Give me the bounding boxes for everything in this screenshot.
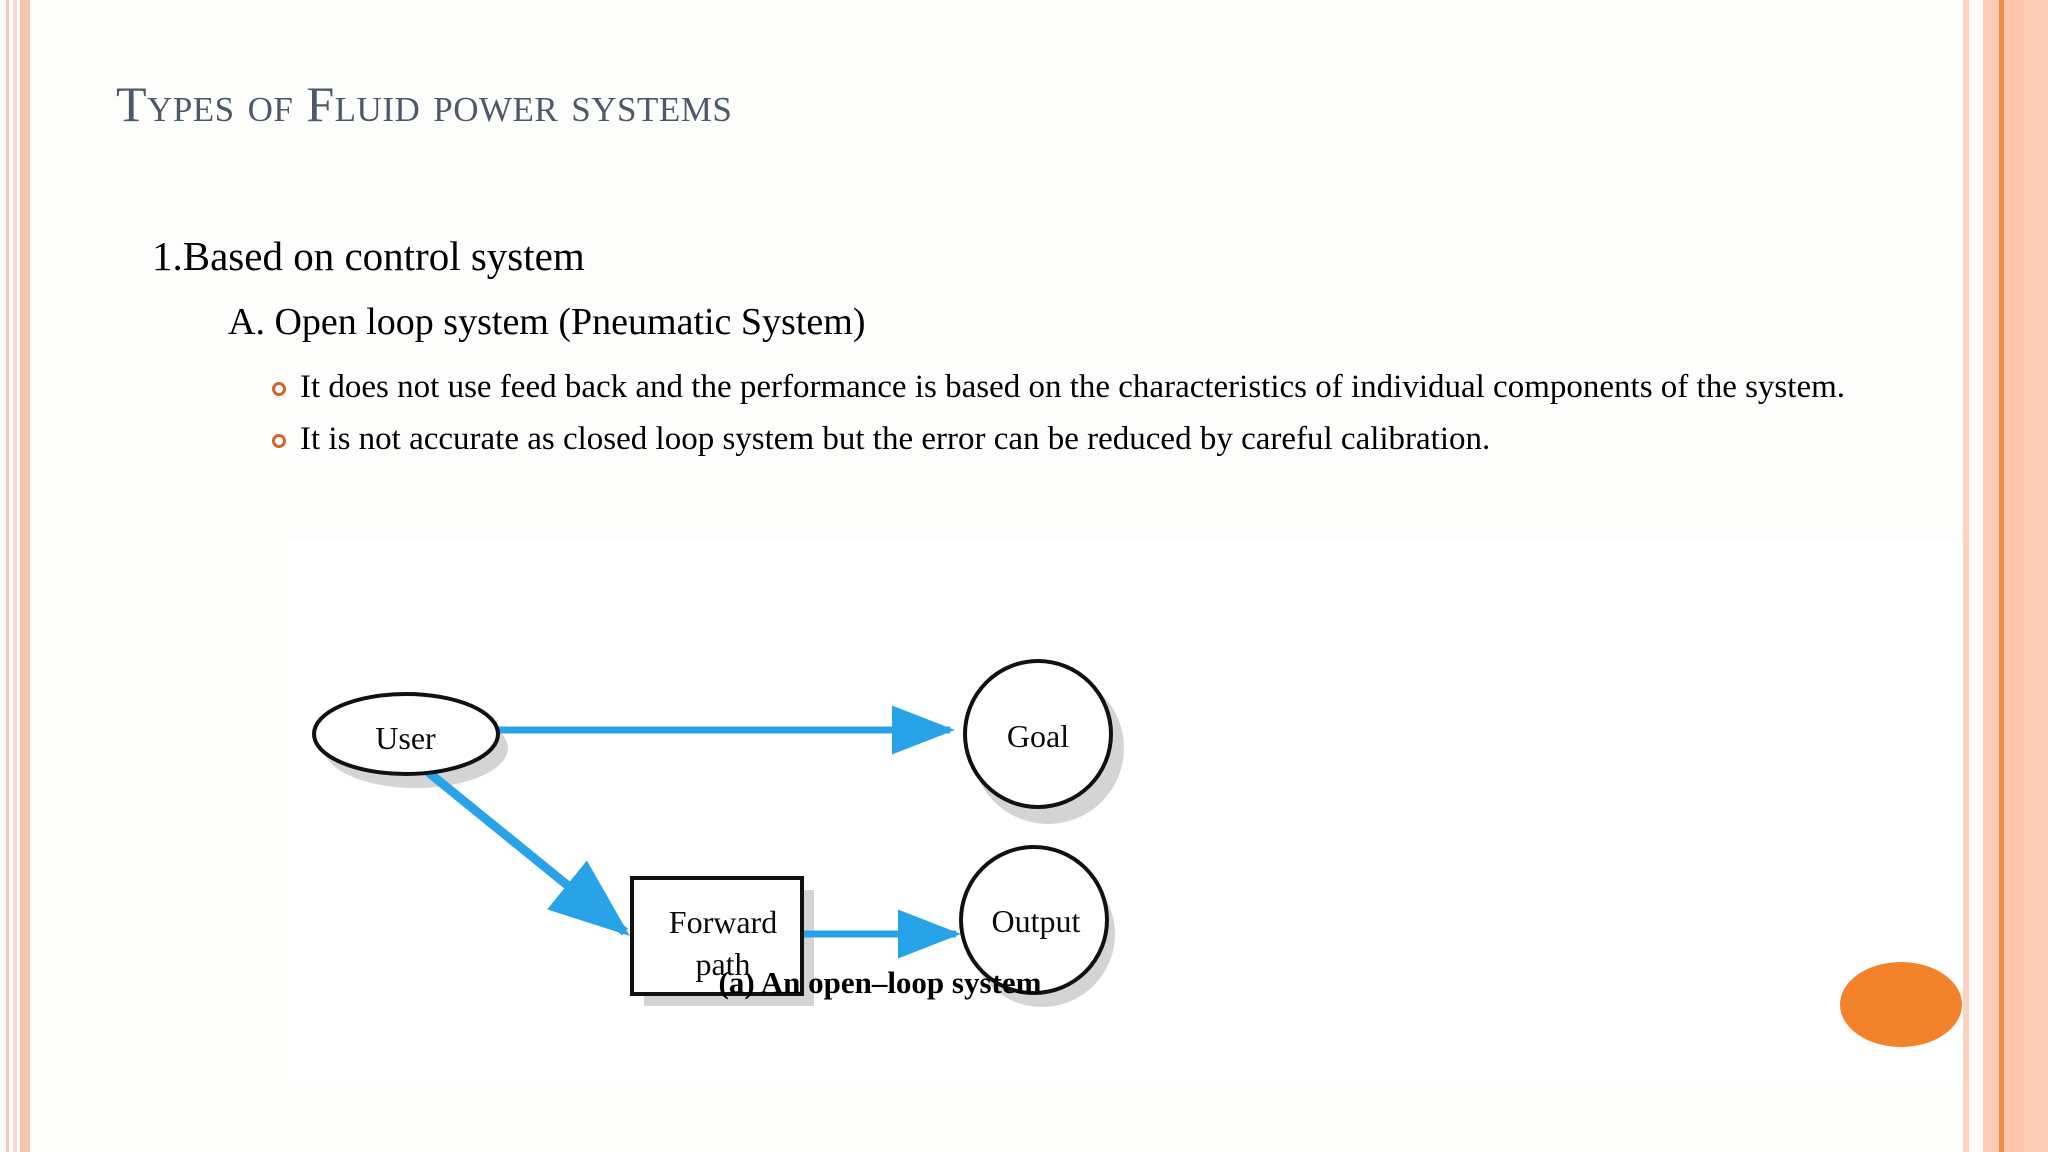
page-title: Types of Fluid power systems <box>116 76 733 132</box>
right-stripe-3 <box>2004 0 2024 1152</box>
bullet-text: It is not accurate as closed loop system… <box>300 420 1491 457</box>
content-panel <box>288 540 1963 1080</box>
open-loop-diagram: User Goal Forward path Output <box>288 520 1408 1040</box>
right-stripe-1 <box>1963 0 1969 1152</box>
outline-level2-heading: A. Open loop system (Pneumatic System) <box>228 301 866 343</box>
goal-node <box>963 659 1113 809</box>
left-stripe-2 <box>13 0 17 1152</box>
diagram-caption: (a) An open–loop system <box>718 965 1042 1000</box>
bullet-text: It does not use feed back and the perfor… <box>300 369 1846 405</box>
outline-level1-heading: 1.Based on control system <box>152 233 585 279</box>
user-node <box>312 692 500 776</box>
left-stripe-3 <box>20 0 30 1152</box>
forward-path-node <box>630 876 804 996</box>
right-stripe-2 <box>1983 0 1999 1152</box>
bullet-list: It does not use feed back and the perfor… <box>272 368 1892 471</box>
list-item: It does not use feed back and the perfor… <box>272 368 1892 407</box>
output-node <box>959 845 1109 995</box>
list-item: It is not accurate as closed loop system… <box>272 420 1892 459</box>
orange-ellipse-decoration <box>1840 962 1962 1047</box>
edge-user-to-forward-path <box>425 768 630 936</box>
right-stripe-4 <box>2024 0 2048 1152</box>
left-stripe-1 <box>6 0 9 1152</box>
bullet-circle-icon <box>272 382 286 396</box>
bullet-circle-icon <box>272 433 286 448</box>
right-stripe-accent-line <box>1999 0 2004 1152</box>
diagram-svg <box>312 659 1124 1007</box>
